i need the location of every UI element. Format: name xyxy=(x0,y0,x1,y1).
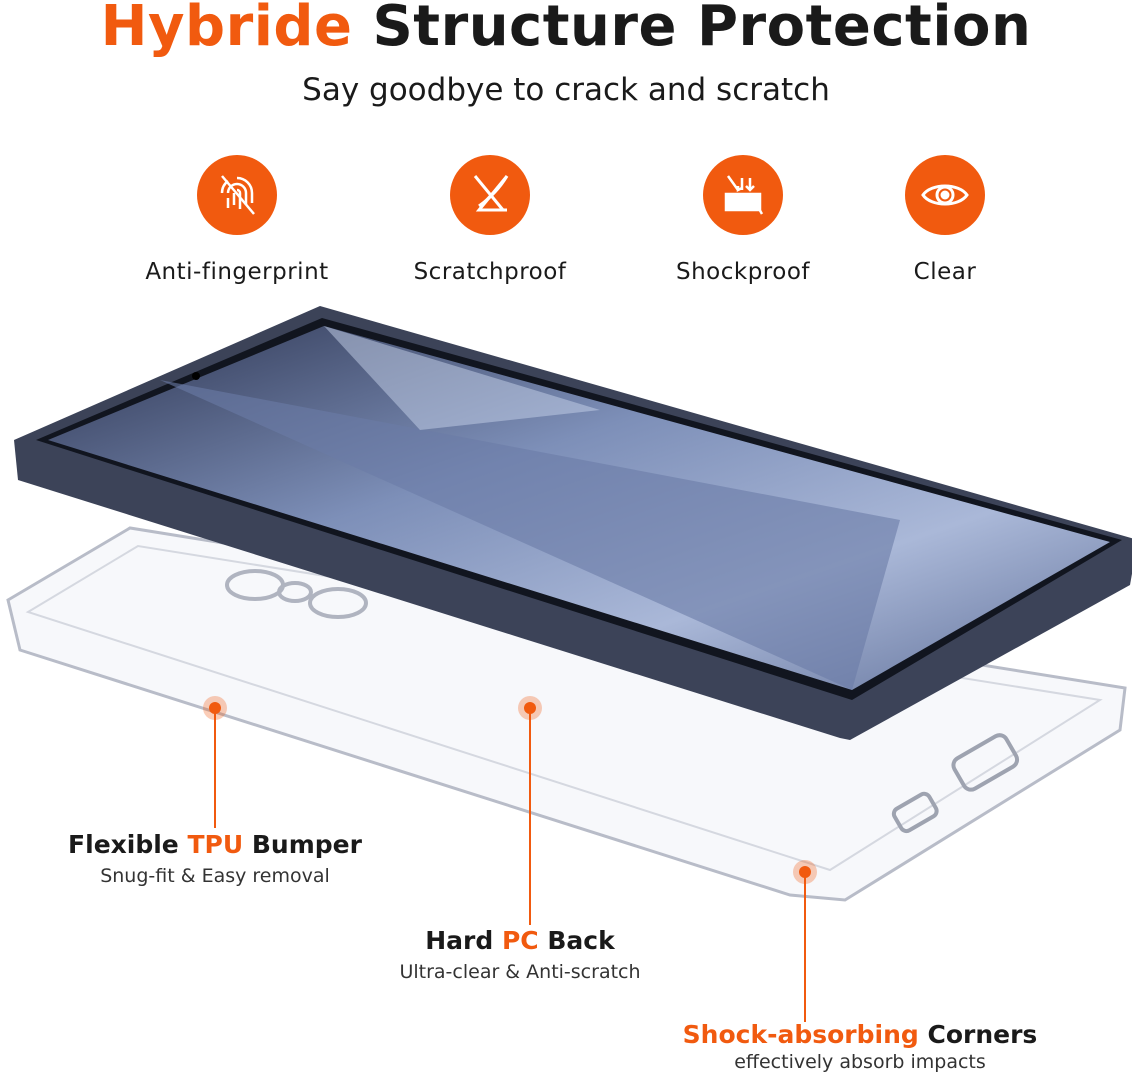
feature-anti-fingerprint: Anti-fingerprint xyxy=(117,155,357,285)
callout-subtitle: Ultra-clear & Anti-scratch xyxy=(399,961,641,983)
shock-arrows-icon xyxy=(703,155,783,235)
eye-icon xyxy=(905,155,985,235)
callout-title: Bumper xyxy=(243,830,362,859)
callout-highlight: PC xyxy=(501,926,539,955)
callout-subtitle: Snug-fit & Easy removal xyxy=(100,865,330,887)
callout-subtitle: effectively absorb impacts xyxy=(734,1051,986,1073)
phone xyxy=(14,306,1132,740)
feature-clear: Clear xyxy=(825,155,1065,285)
subtitle: Say goodbye to crack and scratch xyxy=(302,72,830,108)
feature-label: Clear xyxy=(913,259,977,285)
knife-scratch-icon xyxy=(450,155,530,235)
title-rest: Structure Protection xyxy=(372,0,1032,59)
callout-corners: Shock-absorbing Corners effectively abso… xyxy=(640,1020,1080,1073)
callout-title: Corners xyxy=(918,1020,1038,1049)
feature-label: Anti-fingerprint xyxy=(145,259,329,285)
feature-label: Shockproof xyxy=(675,259,810,285)
callout-markers xyxy=(203,696,817,1022)
title-highlight: Hybride xyxy=(100,0,353,59)
feature-label: Scratchproof xyxy=(413,259,567,285)
callout-highlight: TPU xyxy=(187,830,244,859)
callout-title: Hard xyxy=(425,926,502,955)
feature-shockproof: Shockproof xyxy=(623,155,863,285)
fingerprint-crossed-icon xyxy=(197,155,277,235)
page-title: Hybride Structure Protection xyxy=(0,0,1132,59)
callout-tpu-bumper: Flexible TPU Bumper Snug-fit & Easy remo… xyxy=(40,830,390,887)
feature-scratchproof: Scratchproof xyxy=(370,155,610,285)
callout-highlight: Shock-absorbing xyxy=(682,1020,919,1049)
callout-pc-back: Hard PC Back Ultra-clear & Anti-scratch xyxy=(345,926,695,983)
callout-title: Flexible xyxy=(68,830,188,859)
callout-title: Back xyxy=(538,926,615,955)
